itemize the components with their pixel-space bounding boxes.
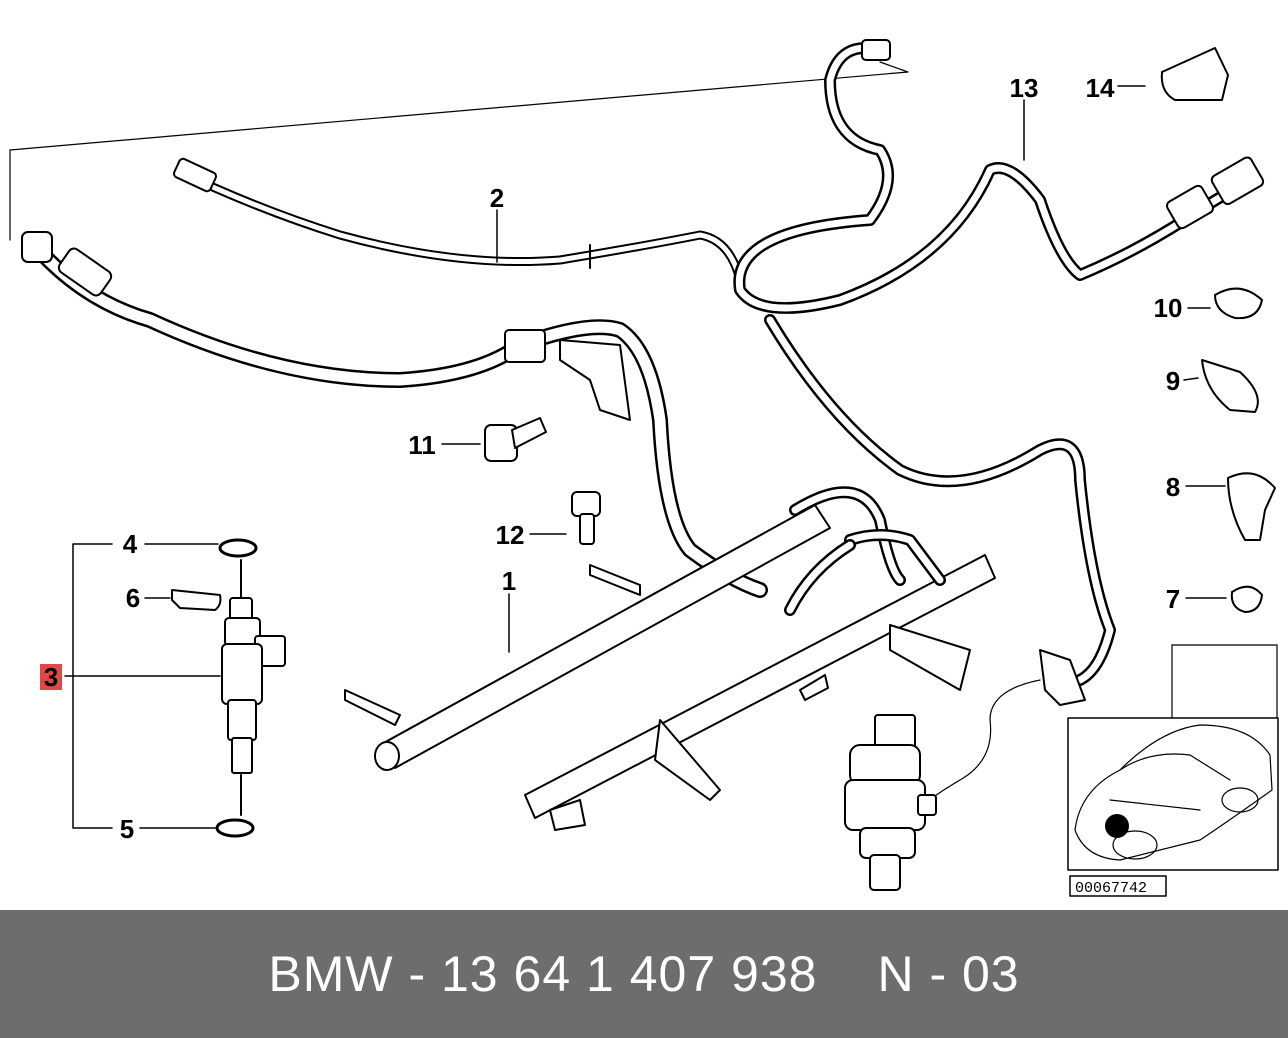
clip-8 [1227, 472, 1276, 541]
callout-8: 8 [1166, 472, 1180, 502]
parts-diagram: 1 2 3 4 5 6 7 8 9 10 11 12 13 14 0006774… [9, 39, 1279, 897]
hose-2 [172, 157, 745, 285]
hose-return [764, 314, 1116, 801]
footer-text: BMW - 13 64 1 407 938 N - 03 [268, 945, 1019, 1003]
callout-1: 1 [502, 566, 516, 596]
clip-9 [1201, 359, 1259, 413]
callout-6: 6 [126, 583, 140, 613]
callout-4: 4 [123, 529, 138, 559]
hose-13 [733, 39, 1265, 314]
footer-position-code: N - 03 [877, 946, 1020, 1002]
clip-7 [1230, 585, 1263, 613]
o-ring-4 [218, 538, 258, 558]
callout-7: 7 [1166, 584, 1180, 614]
callout-10: 10 [1154, 293, 1183, 323]
bolt-12 [571, 491, 601, 545]
vehicle-inset [1067, 644, 1279, 871]
clip-6 [171, 589, 222, 611]
fuel-rail-2 [524, 529, 996, 831]
callout-12: 12 [496, 520, 525, 550]
footer-bar: BMW - 13 64 1 407 938 N - 03 [0, 910, 1288, 1038]
fuel-rail-1 [344, 486, 906, 771]
o-ring-5 [215, 818, 255, 838]
footer-part-number: BMW - 13 64 1 407 938 [268, 946, 818, 1002]
leader-line [9, 61, 909, 241]
reference-number: 00067742 [1075, 880, 1147, 897]
callout-3-highlight [40, 664, 62, 690]
bolt-11 [484, 417, 547, 462]
hose-main [21, 231, 768, 598]
callout-14: 14 [1086, 73, 1115, 103]
clip-10 [1214, 287, 1263, 320]
callout-11: 11 [408, 430, 436, 460]
callout-13: 13 [1010, 73, 1039, 103]
clip-14 [1160, 47, 1229, 101]
bracket [559, 339, 631, 421]
pressure-regulator [844, 714, 937, 891]
location-marker [1105, 814, 1129, 838]
reference-box [1069, 875, 1167, 897]
callout-5: 5 [120, 814, 134, 844]
callout-3: 3 [44, 662, 58, 692]
callout-9: 9 [1166, 366, 1180, 396]
callout-2: 2 [490, 183, 504, 213]
injector-3 [221, 559, 286, 816]
